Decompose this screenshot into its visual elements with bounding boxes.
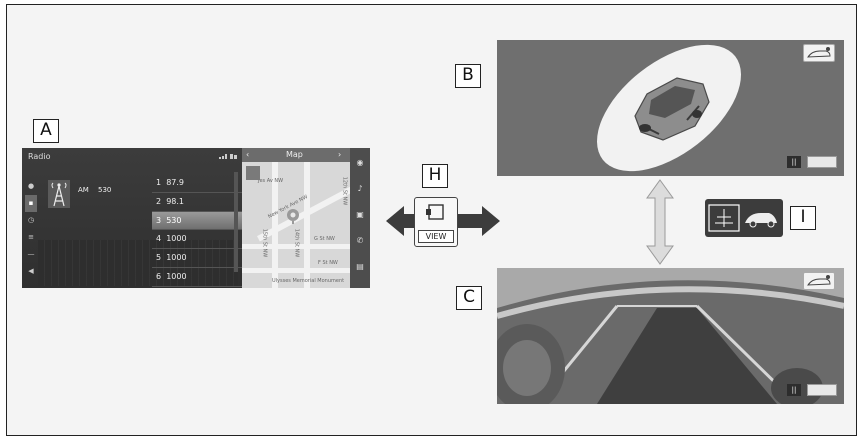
- waveform-decoration: [38, 240, 238, 286]
- map-road: [242, 244, 350, 249]
- street-label: 15th St NW: [261, 228, 268, 258]
- map-pane[interactable]: ‹ Map › Jes Av NW New York Ave NW 15th S…: [242, 148, 370, 288]
- phone-icon[interactable]: ✆: [356, 236, 364, 245]
- car-camera-icon: [807, 47, 831, 58]
- screen-a-radio-map: Radio ● ▪ ◷ ≡ — ◀ AM 530 1 87.9 2 98.1 3…: [22, 148, 370, 288]
- radio-tower-icon: [48, 180, 70, 208]
- map-prev-icon[interactable]: ‹: [246, 150, 250, 159]
- apps-icon[interactable]: ▤: [356, 262, 364, 271]
- car-camera-icon: [807, 275, 831, 286]
- location-marker-icon: [287, 209, 299, 224]
- volume-icon[interactable]: ◀: [28, 267, 34, 275]
- camera-settings-button[interactable]: [803, 272, 835, 290]
- camera-settings-button[interactable]: [803, 44, 835, 62]
- list-icon[interactable]: ≡: [28, 233, 34, 241]
- camera-view-icon: [426, 204, 444, 220]
- map-title: Map: [286, 150, 303, 159]
- view-switch-button-i[interactable]: [705, 199, 783, 237]
- map-road: [242, 268, 350, 273]
- screen-c-rear-camera-view: ||: [497, 268, 844, 404]
- map-header: ‹ Map ›: [242, 148, 350, 162]
- label-c: C: [456, 286, 482, 310]
- label-i: I: [790, 206, 816, 230]
- map-road: [272, 162, 278, 288]
- radio-title: Radio: [28, 152, 51, 161]
- map-next-icon[interactable]: ›: [338, 150, 342, 159]
- signal-status-icon: [219, 154, 237, 159]
- vehicle-overhead-icon: [634, 77, 710, 141]
- label-a: A: [33, 119, 59, 143]
- preset-item[interactable]: 5 1000: [152, 249, 244, 268]
- radio-pane: Radio ● ▪ ◷ ≡ — ◀ AM 530 1 87.9 2 98.1 3…: [22, 148, 244, 288]
- label-h: H: [422, 164, 448, 188]
- preset-item[interactable]: 1 87.9: [152, 174, 244, 193]
- preset-item-selected[interactable]: 3 530: [152, 211, 244, 231]
- street-label: 14th St NW: [293, 228, 300, 258]
- street-label: 12th St NW: [341, 176, 348, 206]
- car-view-icon: [708, 204, 777, 232]
- view-switch-button[interactable]: [807, 156, 837, 168]
- vertical-double-arrow-icon: [646, 179, 674, 265]
- preset-item[interactable]: 2 98.1: [152, 193, 244, 212]
- minus-icon[interactable]: —: [27, 250, 35, 258]
- street-label: Ulysses Memorial Monument: [272, 278, 345, 284]
- music-icon[interactable]: ♪: [357, 184, 363, 193]
- nav-icon[interactable]: ◉: [356, 158, 364, 167]
- pause-button[interactable]: ||: [787, 156, 801, 168]
- view-switch-button[interactable]: [807, 384, 837, 396]
- preset-item[interactable]: 6 1000: [152, 268, 244, 287]
- label-b: B: [455, 64, 481, 88]
- frequency-label: 530: [98, 186, 112, 194]
- preset-item[interactable]: 4 1000: [152, 230, 244, 250]
- preset-list: 1 87.9 2 98.1 3 530 4 1000 5 1000 6 1000: [152, 174, 244, 287]
- street-label: F St NW: [318, 260, 338, 266]
- radio-side-icons: ● ▪ ◷ ≡ — ◀: [25, 178, 37, 280]
- street-label: Jes Av NW: [258, 178, 284, 184]
- view-button-h[interactable]: VIEW: [414, 197, 458, 247]
- view-button-label: VIEW: [418, 230, 454, 243]
- map-side-icons: ◉ ♪ ▣ ✆ ▤: [350, 148, 370, 288]
- preset-scrollbar[interactable]: [234, 172, 238, 272]
- screen-b-panoramic-view: ||: [497, 40, 844, 176]
- map-road: [304, 162, 310, 288]
- media-icon[interactable]: ●: [27, 182, 35, 190]
- clock-icon[interactable]: ◷: [27, 216, 35, 224]
- am-icon[interactable]: ▪: [25, 195, 37, 212]
- map-poi-icon: [246, 166, 260, 180]
- image-icon[interactable]: ▣: [356, 210, 364, 219]
- band-label: AM: [78, 186, 89, 194]
- street-label: G St NW: [314, 236, 335, 242]
- pause-button[interactable]: ||: [787, 384, 801, 396]
